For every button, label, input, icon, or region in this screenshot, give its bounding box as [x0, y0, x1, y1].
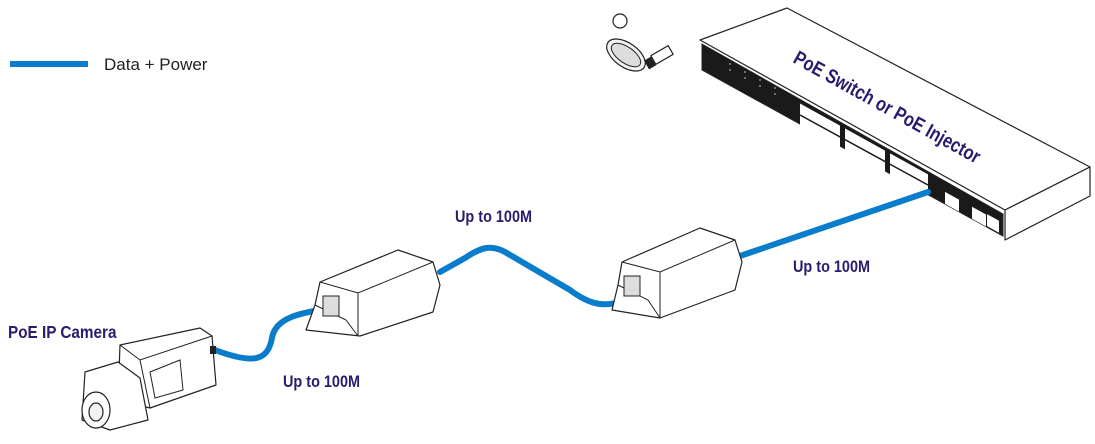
cable-switch-segment [737, 189, 931, 259]
segment-switch-label: Up to 100M [793, 258, 870, 276]
poe-switch-icon [699, 7, 1091, 241]
poe-extender-icon [305, 249, 441, 337]
segment-camera-label: Up to 100M [283, 373, 360, 391]
ip-camera-icon [81, 327, 217, 431]
cable-camera-segment [212, 305, 338, 362]
poe-extender-icon [611, 227, 743, 319]
legend-label: Data + Power [104, 55, 208, 74]
segment-middle-label: Up to 100M [455, 208, 532, 226]
cable-middle-segment [437, 244, 628, 308]
power-cord-icon [606, 13, 674, 72]
camera-label: PoE IP Camera [8, 322, 117, 342]
